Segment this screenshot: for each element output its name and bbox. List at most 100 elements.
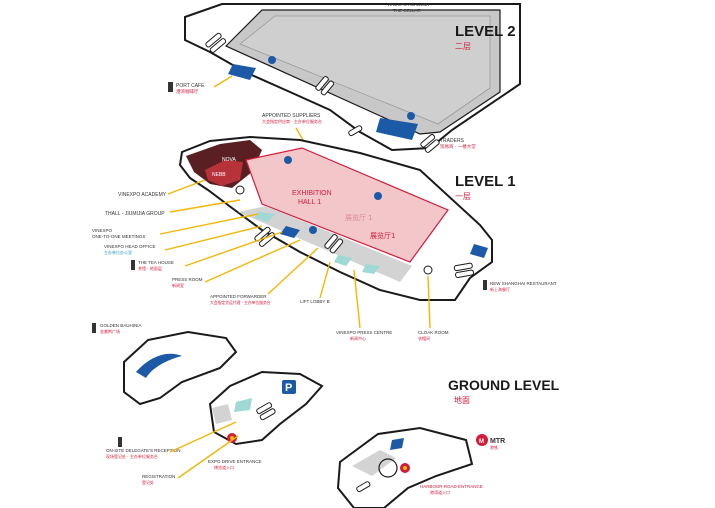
escalator-icon [205,32,227,53]
foyer-teal-1 [255,212,275,222]
escalator-icon [324,234,344,254]
foyer-blue-1 [280,226,300,238]
mtr-icon [476,434,488,446]
venue-b-label: NEBB [212,172,226,178]
label-expo-entrance: EXPO DRIVE ENTRANCE [208,459,262,464]
escalator-icon [315,76,335,96]
parking-label: P [285,382,292,394]
label-golden-bauhinia: GOLDEN BAUHINIA [100,323,142,328]
level-2-title: LEVEL 2 [455,23,516,40]
info-icon [374,192,382,200]
leader-press-centre [353,269,361,329]
label-on-site-reception-cn: 现场登记处 · 主办单位服务台 [106,453,158,459]
info-icon [309,226,317,234]
foyer-teal-2 [334,255,352,266]
golden-bauhinia-outline [123,330,238,406]
label-appointed-suppliers: APPOINTED SUPPLIERS [262,113,321,119]
hall-title-2: HALL 1 [298,199,321,206]
label-one-to-one-1: VINEXPO [92,228,113,233]
venue-red-zone [205,160,243,186]
expo-drive-teal [234,398,252,412]
label-expo-entrance-cn: 博览道入口 [214,464,234,470]
harbour-entrance-dot [403,466,407,470]
level-1-title: LEVEL 1 [455,173,516,190]
leader-registration [177,435,239,479]
label-press-centre-cn: 新闻中心 [350,335,366,341]
label-port-cafe: PORT CAFE [176,83,205,89]
level-2-blue-zone [376,118,418,140]
info-icon [407,112,415,120]
restaurant-icon [483,280,487,290]
leader-thall [169,199,241,213]
label-new-restaurant: NEW SHANGHAI RESTAURANT [490,281,557,286]
leader-port-cafe [213,75,233,88]
foyer-grey-band [238,206,412,282]
leader-lift-lobby [319,261,331,299]
ground-golden-bauhinia [123,330,238,406]
restaurant-icon [168,82,173,92]
info-icon [268,56,276,64]
label-press-room: PRESS ROOM [172,277,203,282]
golden-bauhinia-blue [136,353,182,378]
label-one-to-one-2: ONE-TO-ONE MEETINGS [92,234,145,239]
toilet-icon [118,437,122,447]
label-vinexpo-academy: VINEXPO ACADEMY [118,192,167,198]
escalator-icon [348,125,363,137]
lift-icon [235,185,245,195]
label-cloak-room: CLOAK ROOM [418,330,449,335]
level-2-floor [184,3,521,153]
label-golden-bauhinia-cn: 金紫荆广场 [100,328,120,334]
label-cloak-room-cn: 衣帽间 [418,335,430,341]
label-mtr: MTR [490,438,505,445]
escalator-icon [256,402,276,421]
lift-icon [423,265,433,275]
escalator-icon [420,134,440,153]
level-1-floor [178,135,493,301]
label-mtr-sub: 港铁 [490,444,498,450]
label-lift-lobby: LIFT LOBBY B [300,299,330,304]
label-thall: THALL - JIUMIJIA GROUP [105,211,165,217]
label-tea-house: THE TEA HOUSE [138,260,174,265]
leader-academy [167,179,206,195]
info-icon [284,156,292,164]
harbour-road-grey [352,450,396,476]
leader-cloak-room [427,275,431,329]
label-harbour-entrance-cn: 港湾道入口 [430,489,450,495]
expo-drive-grey [212,404,232,424]
harbour-road-ring [378,458,398,478]
label-visitors-office-cn: 主办单位办公室 [104,249,132,255]
leader-office [164,225,263,251]
level-2-subtitle: 二层 [455,42,471,51]
level-2-inner-floor [239,15,491,125]
restaurant-icon [131,260,135,270]
ground-level-title: GROUND LEVEL [448,377,560,393]
label-harbour-entrance: HARBOUR ROAD ENTRANCE [420,484,483,489]
parking-icon [282,380,296,394]
escalator-icon [453,262,474,279]
foyer-teal-3 [362,264,380,274]
mtr-icon-glyph: M [479,439,484,445]
escalator-icon [356,481,371,493]
label-press-centre: VINEXPO PRESS CENTRE [336,330,392,335]
label-visitors-office: VINEXPO HEAD OFFICE [104,244,156,249]
leader-tea-house [184,231,283,267]
hall-cn-2: 展览厅1 [370,231,395,240]
label-registration: REGISTRATION [142,474,175,479]
harbour-road-blue [390,438,404,450]
level-1-subtitle: 一层 [455,192,471,201]
leader-press-room [204,239,301,283]
level-2-blue-zone-left [228,64,256,80]
label-appointed-forwarder: APPOINTED FORWARDER [210,294,267,299]
hall-title: EXHIBITION [292,190,332,197]
label-on-site-reception: ON-SITE DELEGATE'S RECEPTION [106,448,181,453]
venue-a-label: NOVA [222,157,236,163]
ground-level-subtitle: 地面 [454,395,470,405]
label-new-restaurant-cn: 新上海餐厅 [490,286,510,292]
label-traders-cn: 贸易商 · 一楼大堂 [440,143,476,150]
label-tea-house-cn: 茶馆 · 地面层 [138,265,162,271]
label-academy-top: VINEXPO ACADEMY [387,2,430,7]
leader-forwarder [267,247,319,295]
hall-cn: 展览厅 1 [345,213,373,222]
exhibition-hall-1 [245,147,449,263]
restaurant-icon [92,323,96,333]
